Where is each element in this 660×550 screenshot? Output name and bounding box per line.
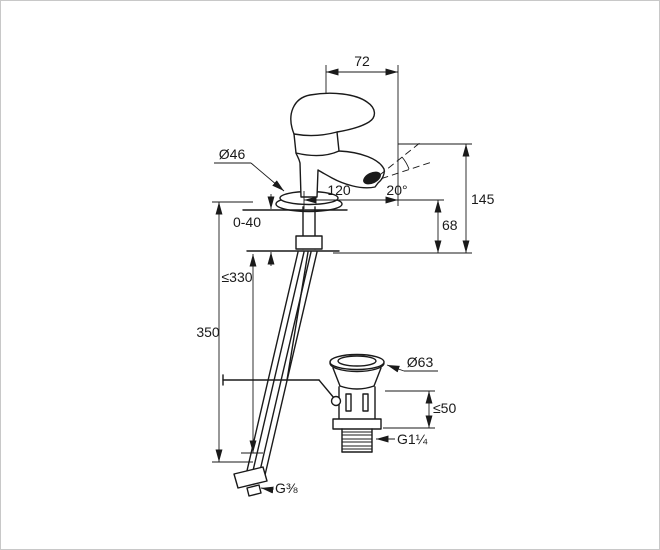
dim-label-waste-flange: Ø63 — [407, 354, 434, 370]
leader-d46 — [250, 162, 285, 192]
pop-up-rod-vertical — [286, 251, 309, 381]
mounting-nut — [295, 235, 323, 250]
dim-label-waste-clamp: ≤50 — [433, 400, 456, 416]
dimension-labels: 72 Ø46 120 20° 145 68 0-40 ≤330 350 Ø63 … — [196, 53, 494, 496]
waste-flange-outer — [329, 353, 385, 371]
dim-label-spout-angle: 20° — [386, 182, 407, 198]
dim-label-mount-height: 350 — [196, 324, 220, 340]
dimension-annotations — [212, 65, 472, 494]
leader-g38 — [260, 486, 274, 494]
spout-seam — [295, 150, 340, 157]
waste-lever-ball — [330, 395, 342, 407]
aerator — [363, 171, 381, 185]
waste-cone-left — [332, 367, 341, 387]
dim-label-hose-thread: G⅜ — [275, 480, 298, 496]
waste-threads — [342, 431, 372, 450]
hose-line — [264, 251, 318, 476]
handle-seam — [293, 131, 338, 137]
hose-end-nut — [233, 466, 268, 489]
hose-line — [251, 251, 305, 476]
dim-label-hose-length: ≤330 — [221, 269, 252, 285]
waste-locknut — [332, 418, 382, 430]
hose-end-stub — [246, 484, 262, 497]
pop-up-rod-link — [318, 379, 335, 399]
waste-flange-rim — [329, 362, 385, 373]
supply-hoses — [222, 251, 335, 497]
waste-cone-right — [373, 367, 382, 387]
pop-up-waste — [329, 353, 385, 453]
dim-label-spout-reach: 120 — [327, 182, 351, 198]
dim-label-body-diameter: Ø46 — [219, 146, 246, 162]
dim-label-total-height: 145 — [471, 191, 495, 207]
dim-label-deck-thickness: 0-40 — [233, 214, 261, 230]
dim-label-waste-thread: G1¼ — [397, 431, 428, 447]
waste-collar — [339, 385, 375, 390]
waste-slot — [345, 393, 352, 412]
dim-label-handle-width: 72 — [354, 53, 370, 69]
dim-label-spout-height: 68 — [442, 217, 458, 233]
waste-slot — [362, 393, 369, 412]
waste-flange-inner — [337, 355, 377, 367]
mounting-deck — [242, 206, 348, 252]
faucet-silhouette — [290, 92, 385, 198]
angle-arc — [401, 156, 410, 170]
leader-d63 — [386, 364, 405, 373]
